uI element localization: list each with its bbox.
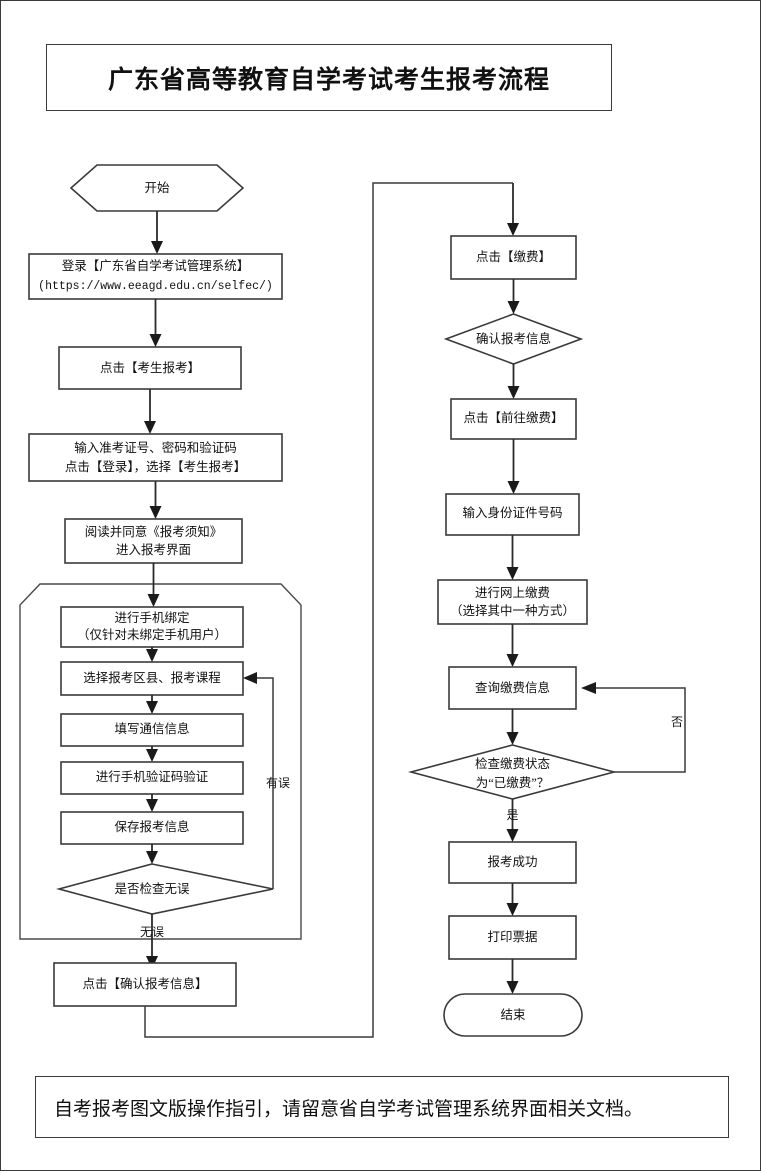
arrowhead-no-loop — [581, 682, 596, 694]
node-click-pay-shape — [450, 235, 577, 280]
arrowhead-clickpay-confirmapply — [507, 301, 520, 314]
node-confirm-info-shape — [53, 962, 237, 1007]
edge-label-no: 否 — [671, 715, 683, 729]
node-start-label: 开始 — [144, 181, 170, 195]
arrowhead-printrecpt-end — [506, 981, 519, 994]
node-check-paid-label-1: 检查缴费状态 — [475, 756, 550, 771]
node-choose-area-shape — [60, 661, 244, 696]
edge-checkpaid-querypay-no — [596, 687, 686, 773]
arrowhead-notice-bindphone — [147, 594, 160, 607]
node-confirm-apply-label: 确认报考信息 — [476, 331, 551, 346]
edge-label-yes: 是 — [506, 808, 518, 822]
node-read-notice-shape — [64, 518, 243, 564]
node-online-pay-label-1: 进行网上缴费 — [475, 585, 550, 600]
node-login-label-2: (https://www.eeagd.edu.cn/selfec/) — [38, 280, 273, 293]
node-login-label-1: 登录【广东省自学考试管理系统】 — [62, 258, 250, 273]
node-online-pay-label-2: （选择其中一种方式） — [450, 603, 575, 618]
node-goto-pay-label: 点击【前往缴费】 — [463, 410, 563, 425]
node-bind-phone-label-2: （仅针对未绑定手机用户） — [77, 627, 227, 642]
registration-group-outline — [19, 583, 302, 940]
node-save-info-label: 保存报考信息 — [114, 819, 189, 834]
arrowhead-verifysms-saveinfo — [146, 799, 158, 812]
node-print-receipt-label: 打印票据 — [487, 930, 537, 944]
arrowhead-querypay-checkpaid — [506, 732, 519, 745]
arrowhead-clickpay — [507, 223, 519, 236]
node-enter-id-shape — [445, 493, 580, 536]
node-end-label: 结束 — [500, 1008, 526, 1022]
arrowhead-clickexam-creds — [144, 421, 156, 434]
node-fill-contact-label: 填写通信信息 — [114, 721, 189, 736]
node-verify-sms-label: 进行手机验证码验证 — [96, 769, 209, 784]
footer-note: 自考报考图文版操作指引，请留意省自学考试管理系统界面相关文档。 — [35, 1076, 729, 1138]
arrowhead-onlinepay-querypay — [506, 654, 519, 667]
arrowhead-applyok-printrecpt — [506, 903, 519, 916]
node-enter-creds-label-2: 点击【登录】，选择【考生报考】 — [65, 459, 246, 474]
edge-label-no-err: 无误 — [140, 925, 164, 939]
arrowhead-enterid-onlinepay — [506, 567, 519, 580]
arrowhead-err-loop — [243, 672, 257, 684]
node-click-pay-label: 点击【缴费】 — [476, 249, 551, 264]
node-click-exam-label: 点击【考生报考】 — [100, 360, 200, 375]
node-apply-ok-shape — [448, 841, 577, 884]
node-enter-creds-label-1: 输入准考证号、密码和验证码 — [74, 440, 237, 455]
node-login-shape — [28, 253, 283, 300]
arrowhead-fillcontact-verifysms — [146, 749, 158, 762]
arrowhead-choosearea-fillcontact — [146, 701, 158, 714]
node-query-pay-label: 查询缴费信息 — [475, 680, 550, 695]
node-read-notice-label-1: 阅读并同意《报考须知》 — [85, 524, 223, 539]
node-check-ok-label: 是否检查无误 — [114, 881, 190, 896]
node-apply-ok-label: 报考成功 — [487, 854, 537, 869]
arrowhead-creds-notice — [149, 506, 162, 519]
node-read-notice-label-2: 进入报考界面 — [116, 542, 191, 557]
node-check-paid-label-2: 为“已缴费”？ — [476, 775, 550, 790]
page-title-text: 广东省高等教育自学考试考生报考流程 — [107, 66, 550, 94]
node-bind-phone-shape — [60, 606, 244, 648]
node-print-receipt-shape — [448, 915, 577, 960]
edge-checkok-choosearea-err — [257, 677, 274, 889]
footer-note-text: 自考报考图文版操作指引，请留意省自学考试管理系统界面相关文档。 — [54, 1098, 644, 1120]
node-end-shape — [443, 993, 583, 1037]
node-choose-area-label: 选择报考区县、报考课程 — [83, 670, 221, 685]
node-save-info-shape — [60, 811, 244, 845]
arrowhead-bindphone-choosearea — [146, 649, 158, 662]
edge-confirminfo-clickpay — [144, 182, 513, 1038]
node-online-pay-shape — [437, 579, 588, 625]
node-bind-phone-label-1: 进行手机绑定 — [114, 610, 189, 625]
arrowhead-start-login — [151, 241, 163, 254]
node-enter-id-label: 输入身份证件号码 — [462, 505, 562, 520]
edge-label-err: 有误 — [266, 776, 290, 790]
arrowhead-gotopay-enterid — [507, 481, 520, 494]
node-goto-pay-shape — [450, 398, 577, 440]
node-fill-contact-shape — [60, 713, 244, 747]
node-start-shape — [69, 164, 245, 212]
node-confirm-info-label: 点击【确认报考信息】 — [82, 976, 207, 991]
node-enter-creds-shape — [28, 433, 283, 482]
node-check-paid-shape — [407, 744, 618, 800]
arrowhead-confirmapply-gotopay — [507, 386, 520, 399]
page-title: 广东省高等教育自学考试考生报考流程 — [46, 44, 612, 111]
arrowhead-saveinfo-checkok — [146, 851, 158, 864]
arrowhead-checkpaid-applyok — [506, 829, 519, 842]
arrowhead-login-clickexam — [149, 334, 162, 347]
